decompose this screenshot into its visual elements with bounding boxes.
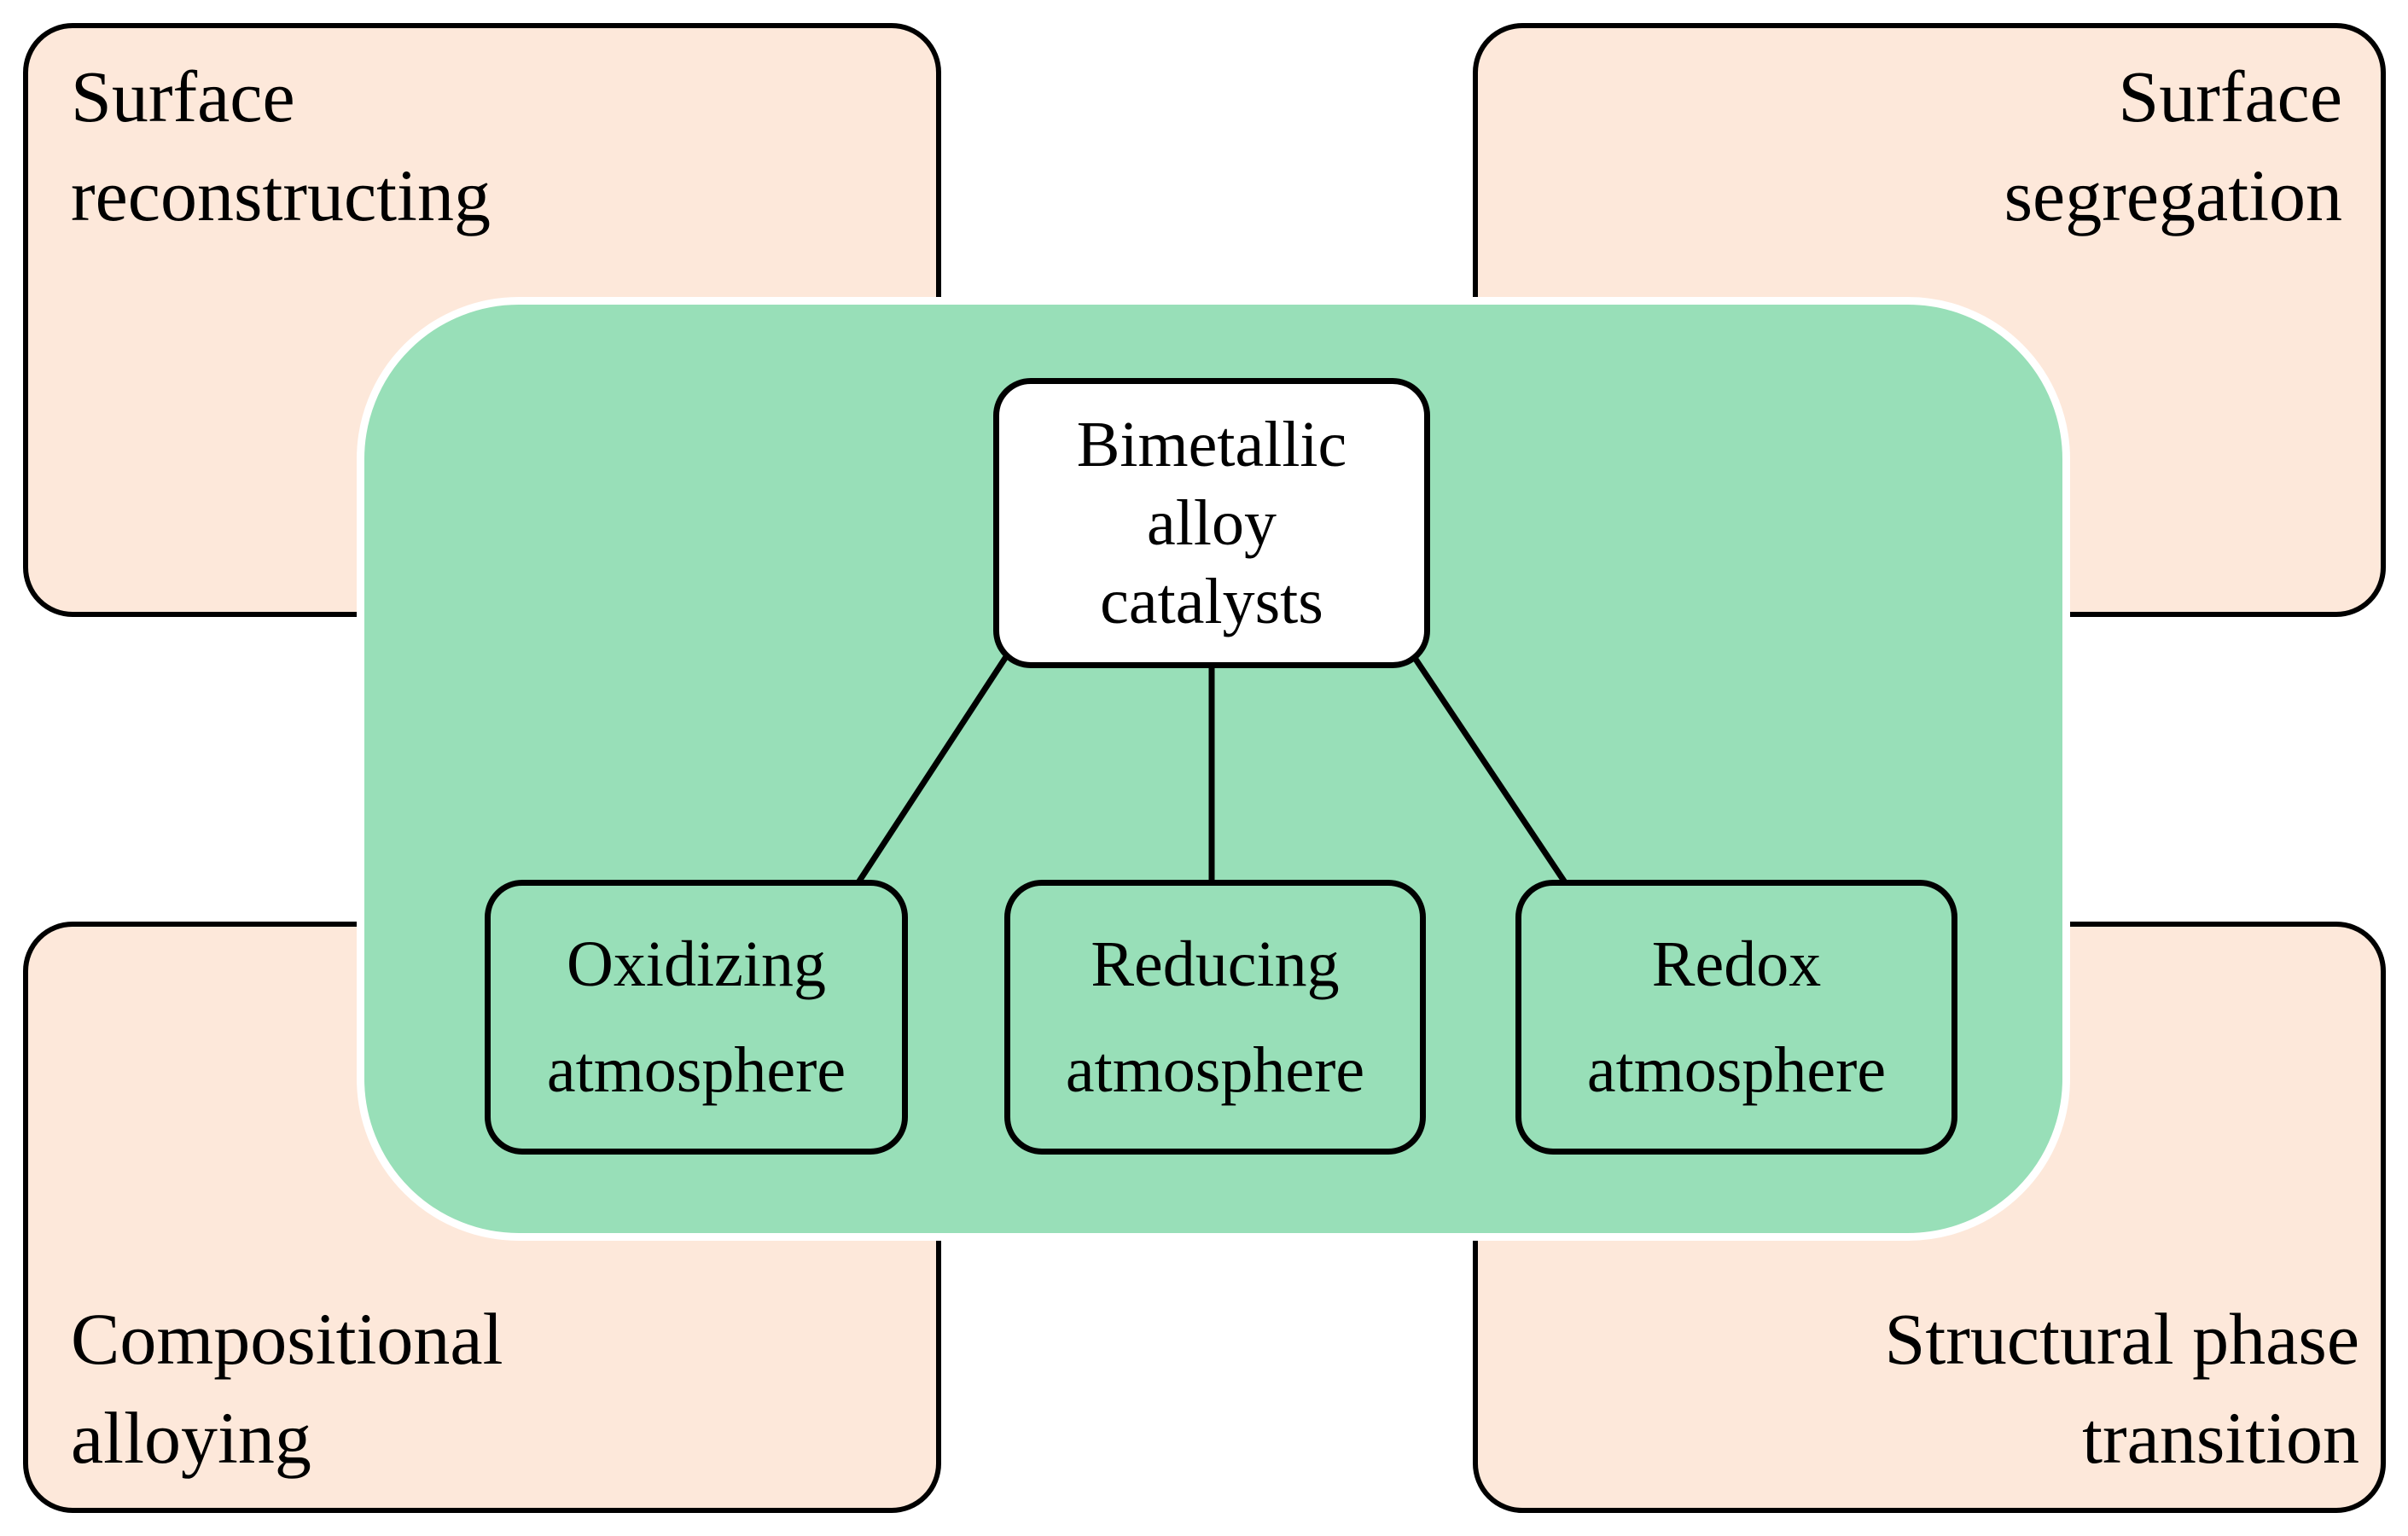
surface-reconstructing-line-2: reconstructing <box>71 154 491 236</box>
reducing-line-2: atmosphere <box>1065 1034 1365 1106</box>
structural-phase-transition-line-2: transition <box>2082 1397 2359 1479</box>
surface-segregation-line-1: Surface <box>2118 55 2342 137</box>
root-line-2: alloy <box>1147 487 1277 559</box>
redox-line-1: Redox <box>1651 928 1822 1000</box>
redox-atmosphere-node: Redox atmosphere <box>1515 880 1957 1155</box>
oxidizing-atmosphere-node: Oxidizing atmosphere <box>485 880 908 1155</box>
oxidizing-line-1: Oxidizing <box>567 928 826 1000</box>
reducing-atmosphere-node: Reducing atmosphere <box>1004 880 1426 1155</box>
redox-line-2: atmosphere <box>1586 1034 1887 1106</box>
compositional-alloying-label: Compositional alloying <box>71 1289 503 1487</box>
reducing-line-1: Reducing <box>1091 928 1340 1000</box>
bimetallic-alloy-catalysts-node: Bimetallic alloy catalysts <box>993 378 1430 668</box>
structural-phase-transition-line-1: Structural phase <box>1884 1298 2359 1380</box>
surface-segregation-label: Surface segregation <box>2004 47 2342 245</box>
surface-reconstructing-label: Surface reconstructing <box>71 47 491 245</box>
compositional-alloying-line-2: alloying <box>71 1397 311 1479</box>
surface-reconstructing-line-1: Surface <box>71 55 295 137</box>
root-line-3: catalysts <box>1100 566 1323 637</box>
compositional-alloying-line-1: Compositional <box>71 1298 503 1380</box>
oxidizing-line-2: atmosphere <box>546 1034 846 1106</box>
root-line-1: Bimetallic <box>1076 409 1347 480</box>
structural-phase-transition-label: Structural phase transition <box>1885 1289 2359 1487</box>
surface-segregation-line-2: segregation <box>2004 154 2342 236</box>
